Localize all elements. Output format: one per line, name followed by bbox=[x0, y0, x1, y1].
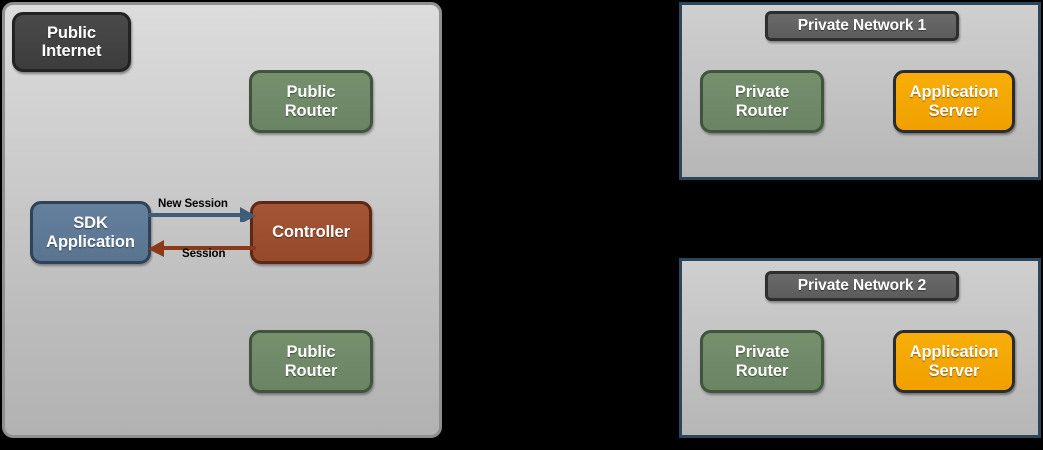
node-private-router-1[interactable]: Private Router bbox=[700, 70, 824, 133]
node-private-router-2[interactable]: Private Router bbox=[700, 330, 824, 393]
node-sdk-application[interactable]: SDK Application bbox=[30, 201, 151, 264]
label-new-session: New Session bbox=[158, 198, 228, 210]
node-public-router-bottom[interactable]: Public Router bbox=[249, 330, 373, 393]
node-application-server-2[interactable]: Application Server bbox=[893, 330, 1015, 393]
label-session: Session bbox=[182, 248, 226, 260]
arrow-session bbox=[148, 240, 256, 257]
node-application-server-1[interactable]: Application Server bbox=[893, 70, 1015, 133]
node-controller[interactable]: Controller bbox=[250, 201, 372, 264]
private-network-1-title: Private Network 1 bbox=[765, 11, 959, 41]
arrow-new-session bbox=[148, 207, 256, 222]
node-public-router-top[interactable]: Public Router bbox=[249, 70, 373, 133]
node-public-internet[interactable]: Public Internet bbox=[12, 12, 131, 72]
private-network-2-title: Private Network 2 bbox=[765, 271, 959, 301]
